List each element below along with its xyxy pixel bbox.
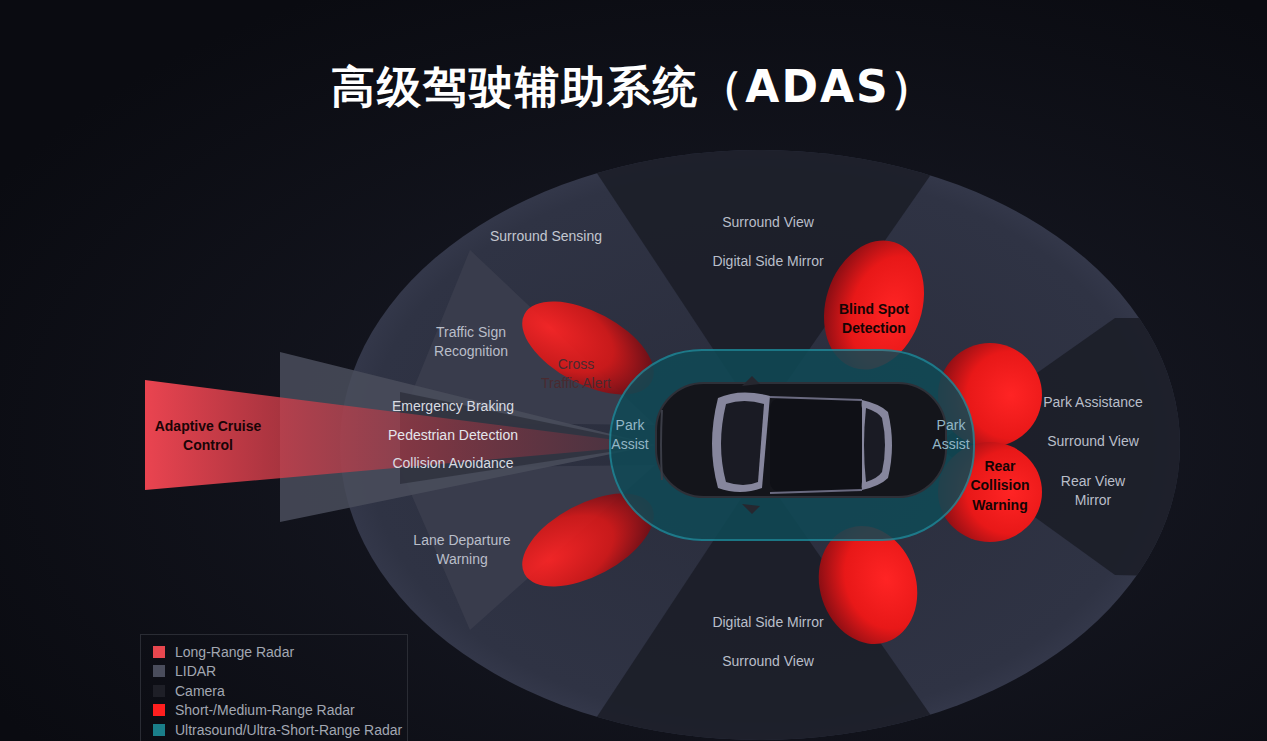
ultrasound-label: Park Assist — [608, 416, 652, 455]
legend-swatch — [153, 665, 165, 677]
title: 高级驾驶辅助系统（ADAS） — [0, 58, 1267, 117]
sector-label: Digital Side Mirror — [683, 613, 853, 632]
legend-entry: Short-/Medium-Range Radar — [153, 701, 407, 721]
legend-entry: Camera — [153, 681, 407, 701]
ultrasound-zone — [610, 350, 974, 540]
long-range-radar-beam — [145, 380, 655, 490]
legend-swatch — [153, 704, 165, 716]
legend: Long-Range RadarLIDAR CameraShort-/Medium… — [140, 634, 408, 741]
legend-entry: Long-Range Radar — [153, 642, 407, 662]
legend-text: Long-Range Radar — [175, 644, 294, 660]
sector-label: Rear View Mirror — [1048, 472, 1138, 511]
sector-label: Surround Sensing — [471, 227, 621, 246]
legend-entry: Ultrasound/Ultra-Short-Range Radar — [153, 720, 407, 740]
legend-text: Short-/Medium-Range Radar — [175, 702, 355, 718]
sector-label: Traffic Sign Recognition — [415, 323, 527, 362]
legend-entry: LIDAR — [153, 662, 407, 682]
radar-label: Blind Spot Detection — [828, 300, 920, 339]
sector-label: Surround View — [693, 213, 843, 232]
car — [656, 376, 946, 514]
radar-label: Cross Traffic Alert — [540, 355, 612, 394]
sector-label: Park Assistance — [1018, 393, 1168, 412]
legend-swatch — [153, 724, 165, 736]
camera-sector-rear — [935, 318, 1260, 578]
legend-text: Ultrasound/Ultra-Short-Range Radar — [175, 722, 402, 738]
function-label: Pedestrian Detection — [368, 426, 538, 445]
legend-text: LIDAR — [175, 663, 216, 679]
legend-swatch — [153, 646, 165, 658]
sector-label: Digital Side Mirror — [683, 252, 853, 271]
sector-label: Surround View — [693, 652, 843, 671]
legend-swatch — [153, 685, 165, 697]
sector-label: Surround View — [1018, 432, 1168, 451]
function-label: Emergency Braking — [373, 397, 533, 416]
sector-label: Lane Departure Warning — [406, 531, 518, 570]
legend-text: Camera — [175, 683, 225, 699]
radar-label: Rear Collision Warning — [965, 457, 1035, 515]
ultrasound-label: Park Assist — [929, 416, 973, 455]
function-label: Collision Avoidance — [373, 454, 533, 473]
radar-label: Adaptive Cruise Control — [150, 417, 266, 456]
